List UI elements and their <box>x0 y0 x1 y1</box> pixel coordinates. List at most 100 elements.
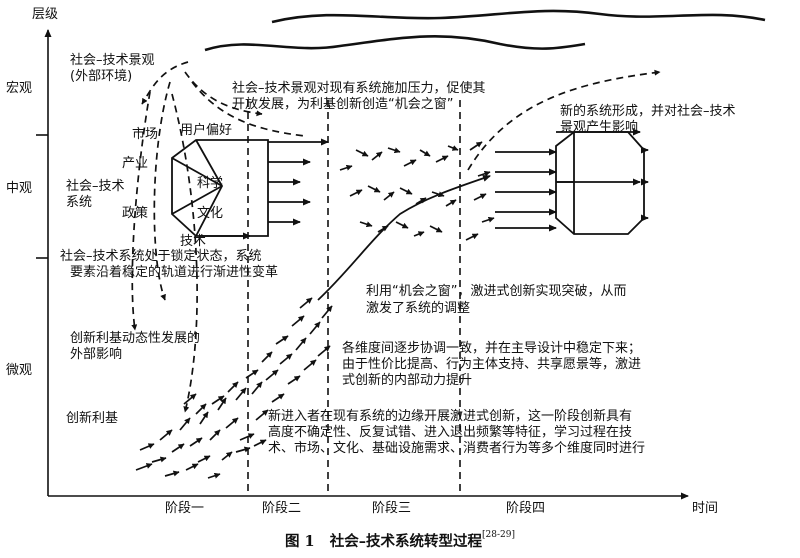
lockin-text-line1: 社会–技术系统处于锁定状态，系统 <box>60 249 262 264</box>
niche-arrow <box>179 417 191 431</box>
niche-arrow <box>275 335 289 345</box>
niche-arrow <box>197 455 211 463</box>
pressure-curve-top <box>191 81 306 137</box>
niche-arrow <box>159 429 173 441</box>
niche-arrow <box>403 159 417 167</box>
niche-arrow <box>377 225 389 233</box>
caption-label: 图 1 <box>284 533 315 550</box>
regime-label-line1: 社会–技术 <box>66 179 125 194</box>
dim-culture: 文化 <box>197 206 224 221</box>
entrants-text-line2: 高度不确定性、反复试错、进入退出频繁等特征，学习过程在技 <box>268 425 633 440</box>
niche-arrow <box>235 387 247 401</box>
breakthrough-trajectory <box>317 174 491 301</box>
niche-arrow <box>271 393 285 403</box>
niche-arrow <box>239 433 255 441</box>
niche-arrow <box>339 164 353 171</box>
niche-arrow <box>291 315 305 327</box>
niche-arrow <box>255 409 269 421</box>
niche-influence-line1: 创新利基动态性发展的 <box>70 331 201 346</box>
niche-arrow <box>221 451 233 461</box>
niche-arrow <box>225 417 239 429</box>
entrants-text-line1: 新进入者在现有系统的边缘开展激进式创新，这一阶段创新具有 <box>268 409 633 424</box>
niche-arrows <box>135 141 495 479</box>
niche-arrow <box>251 381 263 395</box>
align-text-line3: 式创新的内部动力提升 <box>342 373 473 388</box>
axes <box>36 29 689 500</box>
niche-arrow <box>445 199 457 207</box>
pressure-curve-down <box>171 93 198 413</box>
niche-arrow <box>295 337 307 351</box>
figure-caption: 图 1 社会–技术系统转型过程[28-29] <box>0 530 800 551</box>
dim-industry: 产业 <box>122 156 149 171</box>
niche-arrow <box>253 439 267 447</box>
window-text-line1: 利用“机会之窗”，激进式创新实现突破，从而 <box>366 284 627 299</box>
landscape-label-line1: 社会–技术景观 <box>70 53 155 68</box>
level-macro: 宏观 <box>6 81 33 96</box>
landscape-wave-upper <box>271 9 766 24</box>
pressure-curve-left <box>153 81 171 301</box>
landscape-label-line2: (外部环境) <box>70 69 133 84</box>
level-meso: 中观 <box>6 181 33 196</box>
stage-label-1: 阶段一 <box>165 501 205 516</box>
x-axis-title: 时间 <box>692 501 719 516</box>
new-system-hexagon <box>555 131 645 235</box>
niche-arrow <box>481 216 495 223</box>
hexagon-spoke <box>171 185 223 215</box>
niche-arrow <box>207 472 221 479</box>
stage-label-2: 阶段二 <box>262 501 302 516</box>
pressure-curves <box>131 61 661 413</box>
niche-arrow <box>164 470 180 477</box>
pressure-curve-far-left <box>131 91 151 331</box>
niche-arrow <box>183 393 197 405</box>
caption-title: 社会–技术系统转型过程 <box>329 533 483 550</box>
niche-arrow <box>371 151 383 161</box>
new-system-text-line2: 景观产生影响 <box>560 120 639 135</box>
niche-arrow <box>299 297 313 309</box>
dim-technology: 技术 <box>180 234 207 249</box>
regime-trajectory-arrows <box>200 128 649 240</box>
niche-arrow <box>359 221 373 228</box>
niche-influence-line2: 外部影响 <box>70 347 123 362</box>
dim-science: 科学 <box>197 176 224 191</box>
niche-arrow <box>469 141 483 151</box>
niche-arrow <box>431 191 445 198</box>
niche-arrow <box>287 375 301 385</box>
niche-arrow <box>395 221 409 229</box>
niche-arrow <box>321 305 333 319</box>
regime-hexagon <box>171 139 269 237</box>
niche-arrow <box>309 321 321 335</box>
y-axis-title: 层级 <box>32 7 59 22</box>
stage-label-4: 阶段四 <box>506 501 546 516</box>
niche-arrow <box>429 225 443 233</box>
niche-arrow <box>209 429 221 441</box>
niche-arrow <box>303 359 317 371</box>
niche-arrow <box>211 395 225 405</box>
niche-arrow <box>235 446 251 453</box>
entrants-text-line3: 术、市场、文化、基础设施需求、消费者行为等多个维度同时进行 <box>268 441 646 456</box>
landscape-wave-lower <box>204 35 586 52</box>
dim-user-preference: 用户偏好 <box>180 123 233 138</box>
stage-dividers <box>247 100 461 496</box>
niche-arrow <box>189 437 203 447</box>
niche-arrow <box>473 193 487 201</box>
pressure-text-line1: 社会–技术景观对现有系统施加压力，促使其 <box>232 81 486 96</box>
niche-arrow <box>413 231 425 237</box>
niche-arrow <box>171 443 185 453</box>
niche-arrow <box>435 155 449 163</box>
niche-arrow <box>419 149 431 157</box>
align-text-line1: 各维度间逐步协调一致，并在主导设计中稳定下来； <box>342 341 642 356</box>
niche-label: 创新利基 <box>66 411 119 426</box>
regime-label-line2: 系统 <box>66 195 93 210</box>
niche-arrow <box>465 233 479 241</box>
dim-market: 市场 <box>132 127 159 142</box>
diagram-art <box>36 9 766 500</box>
niche-arrow <box>387 147 401 154</box>
niche-arrow <box>279 353 293 365</box>
caption-ref: [28-29] <box>482 530 515 540</box>
niche-arrow <box>447 145 459 151</box>
niche-arrow <box>265 369 279 381</box>
niche-arrow <box>261 351 273 363</box>
niche-arrow <box>355 149 369 157</box>
stage-label-3: 阶段三 <box>372 501 412 516</box>
